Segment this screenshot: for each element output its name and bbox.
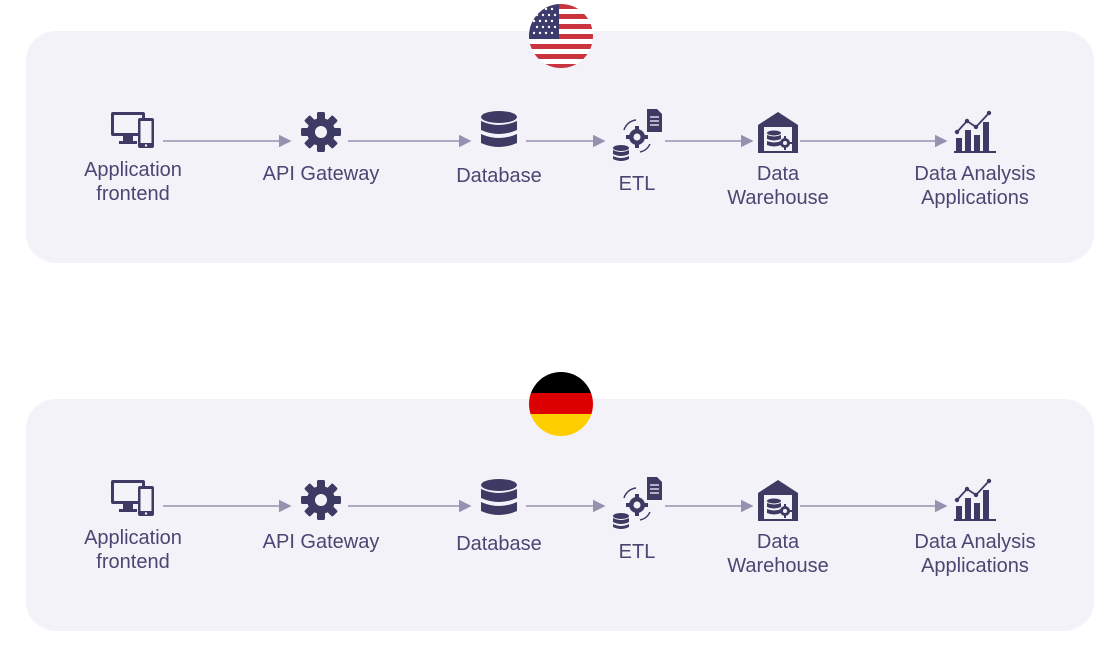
bar-chart-icon	[953, 478, 997, 522]
us-pipeline-panel	[26, 31, 1094, 263]
etl-icon	[610, 476, 664, 530]
step-label: API Gateway	[262, 531, 380, 553]
monitor-phone-icon	[110, 110, 156, 150]
warehouse-icon	[756, 478, 800, 522]
step-label: Application frontend	[84, 159, 182, 205]
database-icon	[479, 110, 519, 154]
step-label: ETL	[618, 173, 656, 195]
monitor-phone-icon	[110, 478, 156, 518]
germany-pipeline: Application frontend API Gateway	[0, 476, 1120, 598]
database-icon	[479, 478, 519, 522]
step-label: ETL	[618, 541, 656, 563]
step-label: Data Warehouse	[727, 531, 829, 577]
step-label: Database	[456, 165, 542, 187]
gear-icon	[299, 478, 343, 522]
us-flag-icon	[529, 4, 593, 68]
warehouse-icon	[756, 110, 800, 154]
flow-arrows	[163, 499, 948, 513]
step-label: Data Analysis Applications	[914, 531, 1036, 577]
flow-arrows	[163, 134, 948, 148]
etl-icon	[610, 108, 664, 162]
step-label: Application frontend	[84, 527, 182, 573]
germany-pipeline-panel	[26, 399, 1094, 631]
gear-icon	[299, 110, 343, 154]
step-label: Data Warehouse	[727, 163, 829, 209]
step-label: API Gateway	[262, 163, 380, 185]
step-label: Data Analysis Applications	[914, 163, 1036, 209]
step-label: Database	[456, 533, 542, 555]
bar-chart-icon	[953, 110, 997, 154]
germany-flag-icon	[529, 372, 593, 436]
us-pipeline: Application frontend API Gateway	[0, 108, 1120, 230]
